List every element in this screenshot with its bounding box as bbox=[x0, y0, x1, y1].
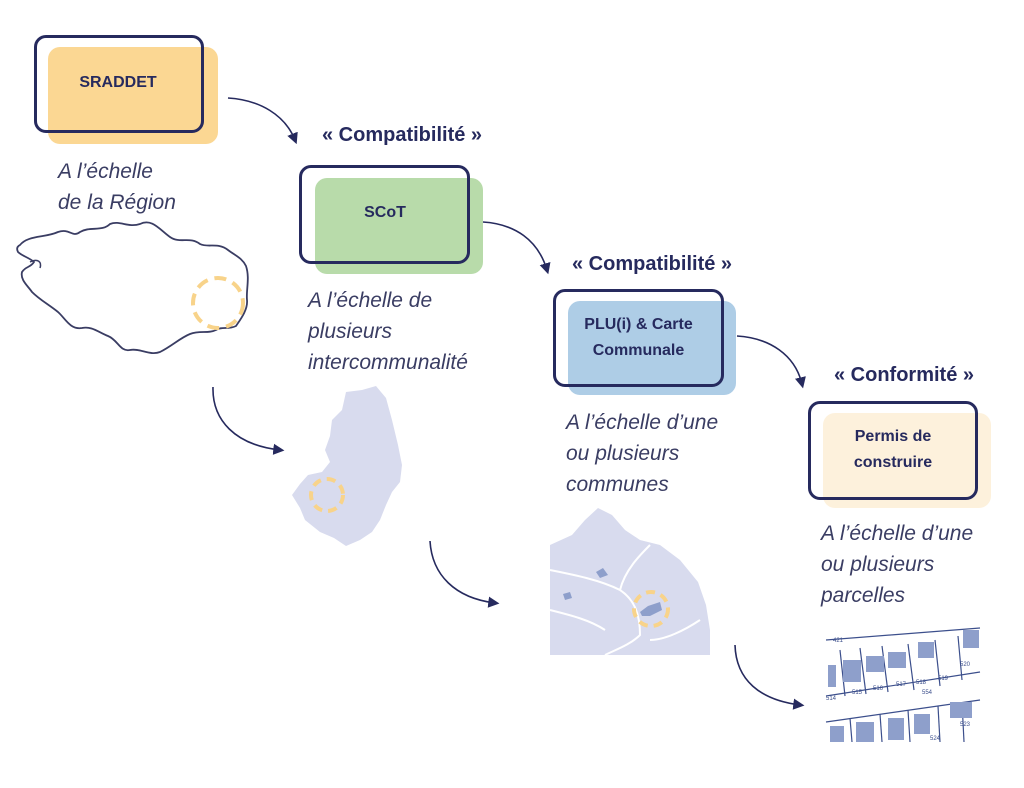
highlight-circle-intercommunal bbox=[309, 477, 345, 513]
parcel-label: 523 bbox=[960, 722, 971, 728]
relation-label-compatibilite-1: « Compatibilité » bbox=[322, 124, 483, 146]
parcel-label: 524 bbox=[930, 736, 941, 742]
highlight-circle-region bbox=[191, 276, 245, 330]
arrow-scot-to-plu bbox=[482, 221, 551, 275]
sraddet-label: SRADDET bbox=[79, 74, 157, 91]
arrow-plu-to-permis bbox=[736, 335, 806, 389]
parcel-label: 514 bbox=[826, 696, 837, 702]
intercommunal-area-map bbox=[292, 386, 402, 546]
sraddet-scale-text: A l’échelle de la Région bbox=[58, 160, 176, 214]
parcel-label: 421 bbox=[833, 638, 844, 644]
highlight-circle-communes bbox=[632, 590, 670, 628]
region-outline-map bbox=[16, 221, 249, 354]
parcel-label: 516 bbox=[873, 686, 884, 692]
arrow-region-to-intercommunal bbox=[212, 386, 285, 455]
plu-box-fill bbox=[568, 301, 736, 395]
parcel-label: 519 bbox=[938, 676, 949, 682]
scot-box-fill bbox=[315, 178, 483, 274]
scot-label: SCoT bbox=[364, 204, 406, 221]
parcel-label: 517 bbox=[896, 682, 907, 688]
parcel-label: 515 bbox=[852, 690, 863, 696]
parcel-label: 520 bbox=[960, 662, 971, 668]
scot-box-frame[interactable] bbox=[299, 165, 470, 264]
permis-box-fill bbox=[823, 413, 991, 508]
relation-label-compatibilite-2: « Compatibilité » bbox=[572, 253, 733, 275]
communes-map bbox=[549, 508, 710, 656]
permis-box-frame[interactable] bbox=[808, 401, 978, 500]
parcel-label: 518 bbox=[916, 680, 927, 686]
permis-label: Permis de construire bbox=[853, 428, 933, 471]
sraddet-box-frame[interactable] bbox=[34, 35, 204, 133]
permis-scale-text: A l’échelle d’une ou plusieurs parcelles bbox=[821, 522, 974, 607]
parcel-number-labels: 421 514 515 516 517 518 519 520 523 524 … bbox=[826, 638, 971, 742]
arrow-sraddet-to-scot bbox=[227, 97, 298, 145]
scot-scale-text: A l’échelle de plusieurs intercommunalit… bbox=[308, 289, 468, 374]
sraddet-box-fill bbox=[48, 47, 218, 144]
arrow-intercommunal-to-communes bbox=[429, 540, 500, 608]
plu-scale-text: A l’échelle d’une ou plusieurs communes bbox=[566, 411, 719, 496]
plu-label: PLU(i) & Carte Communale bbox=[584, 316, 693, 359]
relation-label-conformite: « Conformité » bbox=[834, 364, 975, 386]
plu-box-frame[interactable] bbox=[553, 289, 724, 387]
cadastral-parcels-map bbox=[825, 627, 981, 743]
arrow-communes-to-parcels bbox=[734, 644, 805, 710]
parcel-label: 554 bbox=[922, 690, 933, 696]
